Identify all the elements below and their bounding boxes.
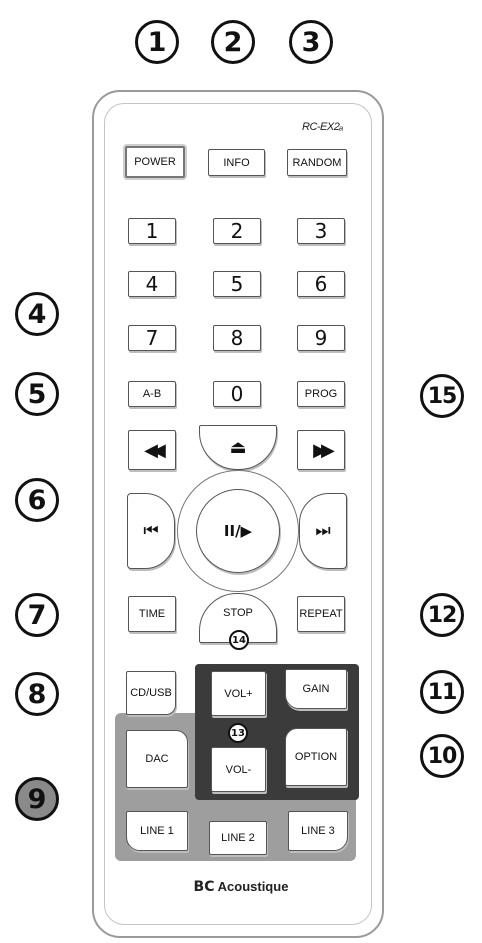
digit-8-button[interactable]: 8 [213,325,261,351]
line-3-button[interactable]: LINE 3 [288,811,348,851]
play-pause-icon: II/▶ [223,522,253,540]
repeat-button[interactable]: REPEAT [297,596,345,632]
play-pause-button[interactable]: II/▶ [196,489,280,573]
remote-inner-outline [104,103,372,925]
callout-6: 6 [15,478,59,522]
ab-button[interactable]: A-B [128,381,176,407]
fast-forward-button[interactable]: ▶▶ [297,430,345,470]
rewind-button[interactable]: ◀◀ [128,430,176,470]
random-button[interactable]: RANDOM [287,149,347,176]
line-1-button[interactable]: LINE 1 [126,811,188,851]
digit-5-button[interactable]: 5 [213,271,261,297]
next-track-icon: ⏭ [315,521,331,541]
next-track-button[interactable]: ⏭ [299,493,347,569]
callout-3: 3 [289,20,333,64]
option-button[interactable]: OPTION [285,728,347,786]
callout-8: 8 [15,672,59,716]
callout-2: 2 [211,20,255,64]
digit-9-button[interactable]: 9 [297,325,345,351]
previous-track-button[interactable]: ⏮ [127,493,175,569]
digit-7-button[interactable]: 7 [128,325,176,351]
callout-9: 9 [15,777,59,821]
callout-15: 15 [420,374,464,418]
info-button[interactable]: INFO [208,149,265,176]
power-button[interactable]: POWER [125,146,185,178]
digit-1-button[interactable]: 1 [128,218,176,244]
callout-12: 12 [420,593,464,637]
callout-10: 10 [420,734,464,778]
callout-1: 1 [135,20,179,64]
digit-2-button[interactable]: 2 [213,218,261,244]
brand-logo: BC [193,879,215,895]
line-2-button[interactable]: LINE 2 [209,821,267,855]
previous-track-icon: ⏮ [143,521,159,541]
brand-name: Acoustique [217,879,289,894]
eject-icon: ⏏ [229,437,247,458]
rewind-icon: ◀◀ [144,439,166,461]
fast-forward-icon: ▶▶ [313,439,335,461]
cd-usb-button[interactable]: CD/USB [126,671,176,715]
callout-14: 14 [229,630,249,650]
digit-3-button[interactable]: 3 [297,218,345,244]
callout-13: 13 [228,723,248,743]
callout-5: 5 [15,372,59,416]
callout-4: 4 [15,292,59,336]
prog-button[interactable]: PROG [297,381,345,407]
digit-4-button[interactable]: 4 [128,271,176,297]
dac-button[interactable]: DAC [126,730,188,788]
model-label: RC-EX2ₐ [302,121,343,133]
time-button[interactable]: TIME [128,596,176,632]
callout-11: 11 [420,670,464,714]
vol-down-button[interactable]: VOL- [211,747,266,792]
vol-up-button[interactable]: VOL+ [211,671,266,716]
callout-7: 7 [15,593,59,637]
gain-button[interactable]: GAIN [285,669,347,709]
brand-label: BC Acoustique [176,879,306,895]
digit-6-button[interactable]: 6 [297,271,345,297]
digit-0-button[interactable]: 0 [213,381,261,407]
